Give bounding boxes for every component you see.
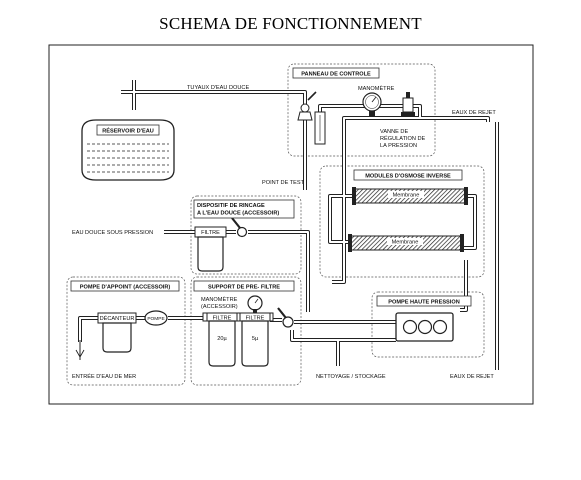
control-panel-label: PANNEAU DE CONTROLE	[301, 72, 371, 78]
valve-label-line2: RÉGULATION DE	[380, 135, 426, 142]
sea-water-inlet	[75, 340, 85, 360]
pressure-gauge-panel	[362, 92, 382, 116]
pump-label: POMPE	[147, 316, 164, 322]
reservoir-label: RÉSERVOIR D'EAU	[102, 127, 154, 135]
fresh-water-pipes-label: TUYAUX D'EAU DOUCE	[187, 85, 249, 91]
micron-20-label: 20µ	[217, 336, 227, 342]
micron-5-label: 5µ	[252, 336, 259, 342]
membrane-1-label: Membrane	[393, 193, 420, 199]
prefilter-5-micron	[239, 312, 271, 367]
hp-pump-label: POMPE HAUTE PRESSION	[388, 300, 460, 306]
diagram-title: SCHEMA DE FONCTIONNEMENT	[159, 14, 422, 33]
valve-label-line1: VANNE DE	[380, 129, 408, 135]
pressure-regulating-valve	[401, 92, 415, 116]
test-point-label: POINT DE TEST	[262, 180, 305, 186]
boost-pump-label: POMPE D'APPOINT (ACCESSOIR)	[80, 285, 171, 291]
prefilter-group	[190, 276, 302, 386]
ro-modules-label: MODULES D'OSMOSE INVERSE	[365, 174, 451, 180]
ro-modules-label-frame	[353, 169, 463, 181]
boost-pump	[144, 310, 168, 326]
control-panel-label-frame	[292, 67, 380, 79]
rinse-label-frame	[193, 199, 295, 219]
support-label: SUPPORT DE PRE- FILTRE	[208, 285, 280, 291]
ro-modules-group	[319, 165, 485, 278]
rinse-device-group	[190, 195, 302, 275]
prefilter-20-micron	[206, 312, 238, 367]
hp-pump-group	[371, 291, 485, 358]
rinse-label-line2: A L'EAU DOUCE (ACCESSOIR)	[197, 211, 279, 217]
support-label-frame	[193, 280, 295, 292]
test-valve	[297, 91, 317, 121]
valve-label-line3: LA PRESSION	[380, 143, 417, 149]
boost-label-frame	[70, 280, 180, 292]
reject-water-bottom-label: EAUX DE REJET	[450, 374, 494, 380]
membrane-2-label: Membrane	[392, 240, 419, 246]
support-gauge-label-line1: MANOMÈTRE	[201, 296, 238, 303]
reservoir-label-frame	[96, 124, 160, 136]
rinse-filter-label: FILTRE	[201, 230, 220, 236]
prefilter-gauge	[247, 295, 263, 313]
three-way-valve	[277, 307, 294, 328]
decanter-label: DÉCANTEUR	[100, 315, 135, 322]
filter-5-label: FILTRE	[246, 316, 265, 322]
ro-membrane-2	[348, 234, 464, 252]
support-gauge-label-line2: (ACCESSOIR)	[201, 304, 238, 310]
flow-meter	[314, 111, 326, 145]
rinse-label-line1: DISPOSITIF DE RINCAGE	[197, 203, 265, 209]
rinse-filter-housing	[197, 236, 224, 272]
high-pressure-pump	[395, 312, 454, 342]
pressurized-fresh-water-label: EAU DOUCE SOUS PRESSION	[72, 230, 153, 236]
ro-membrane-1	[352, 187, 468, 205]
prefilter-bracket	[202, 312, 274, 322]
pipe-network-inner	[79, 80, 498, 370]
hp-label-frame	[376, 295, 472, 307]
filter-20-label: FILTRE	[213, 316, 232, 322]
boost-pump-group	[66, 276, 186, 386]
reject-water-top-label: EAUX DE REJET	[452, 110, 496, 116]
rinse-valve	[231, 217, 248, 238]
sea-water-inlet-label: ENTRÉE D'EAU DE MER	[72, 373, 136, 380]
cleaning-storage-label: NETTOYAGE / STOCKAGE	[316, 374, 386, 380]
control-panel-group	[287, 63, 436, 157]
panel-gauge-label: MANOMÈTRE	[358, 85, 395, 92]
decanter	[97, 312, 137, 353]
